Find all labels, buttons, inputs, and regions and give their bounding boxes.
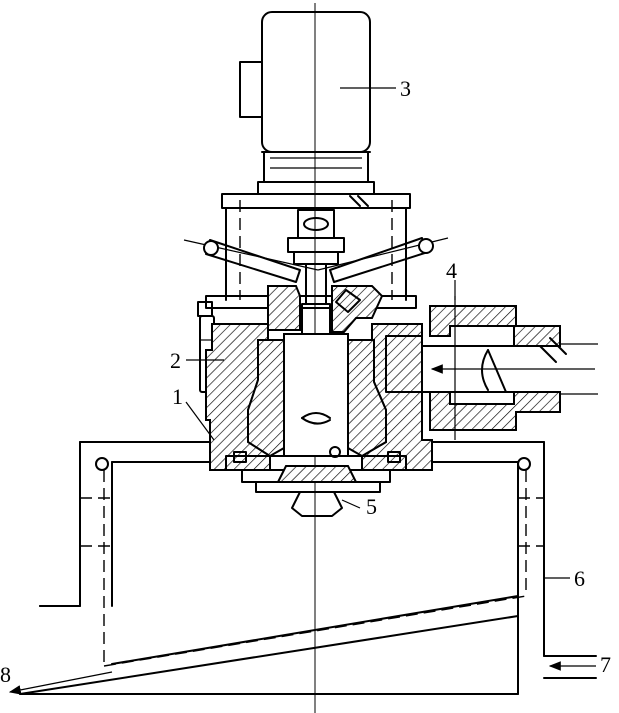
rotation-arrow: [301, 412, 331, 419]
label-2: 2: [170, 348, 181, 373]
motor: [239, 11, 375, 195]
outlet-arrow: [8, 671, 113, 695]
label-1: 1: [172, 384, 183, 409]
top-collar-right: [331, 285, 384, 333]
label-4: 4: [446, 258, 457, 283]
shaft-coupling: [287, 209, 345, 337]
label-8: 8: [0, 662, 11, 687]
leader-1: [185, 401, 215, 441]
label-7: 7: [600, 652, 611, 677]
label-5: 5: [366, 494, 377, 519]
atomizer-disc: [225, 451, 407, 517]
drying-chamber: [8, 441, 597, 695]
leader-5: [341, 499, 361, 509]
feed-inlet-pipe: [385, 296, 598, 440]
label-6: 6: [574, 566, 585, 591]
collar-step: [335, 289, 361, 313]
top-collar: [267, 285, 301, 331]
tie-rods: [183, 237, 449, 283]
hollow-shaft: [283, 333, 349, 457]
liner-right: [347, 339, 387, 458]
label-3: 3: [400, 76, 411, 101]
